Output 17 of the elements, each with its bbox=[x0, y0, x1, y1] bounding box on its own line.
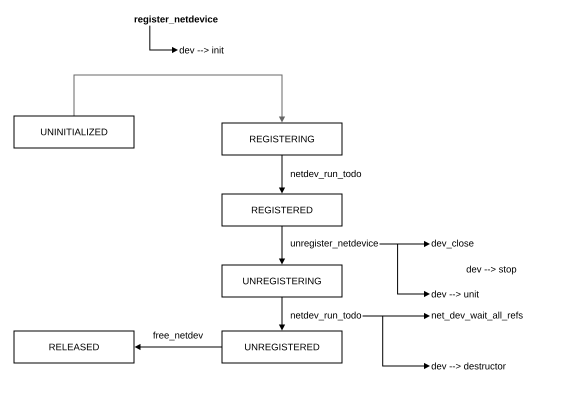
step-text: dev --> init bbox=[180, 46, 224, 54]
step-text: dev_close bbox=[432, 240, 474, 248]
note-text: dev --> stop bbox=[466, 266, 516, 274]
step-text: dev --> destructor bbox=[432, 362, 506, 370]
function-name: register_netdevice bbox=[134, 16, 218, 24]
edge-label: free_netdev bbox=[152, 330, 204, 342]
state-box: REGISTERED bbox=[222, 194, 342, 226]
state-box: UNREGISTERING bbox=[222, 264, 342, 298]
step-text: net_dev_wait_all_refs bbox=[432, 312, 523, 320]
step-text: dev --> unit bbox=[432, 290, 479, 298]
edge-label: netdev_run_todo bbox=[289, 169, 362, 180]
state-box: UNREGISTERED bbox=[222, 330, 342, 364]
state-box: RELEASED bbox=[14, 330, 134, 364]
state-box: UNINITIALIZED bbox=[14, 116, 134, 148]
state-box: REGISTERING bbox=[222, 122, 342, 156]
step-text: netdev_run_todo bbox=[290, 312, 362, 320]
step-text: unregister_netdevice bbox=[290, 240, 378, 248]
